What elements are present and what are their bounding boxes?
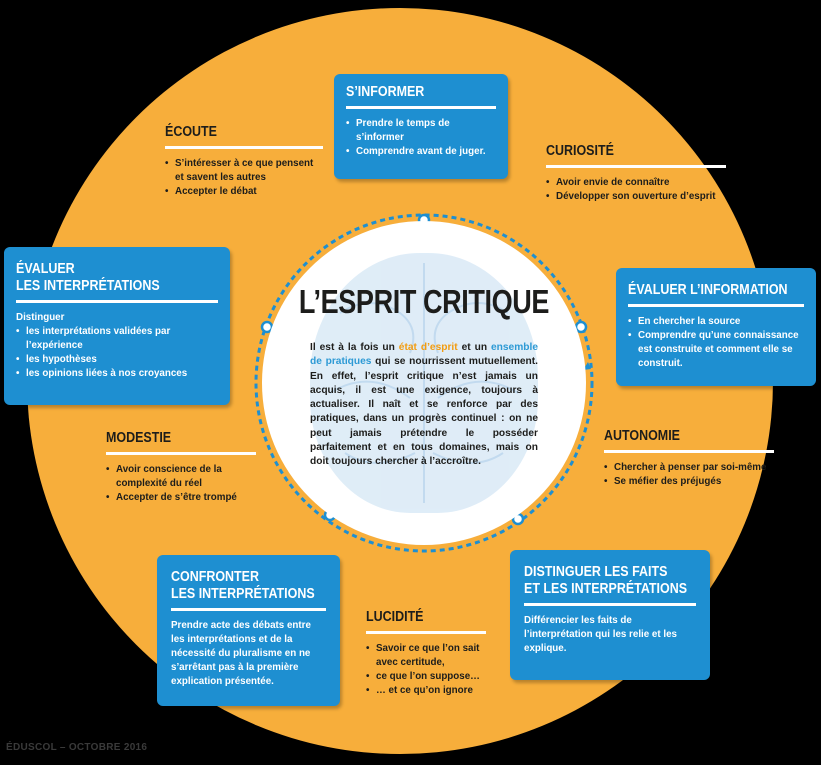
evaluer-interp-title-2: LES INTERPRÉTATIONS — [16, 278, 160, 294]
curiosite-underline — [546, 165, 726, 168]
footer-credit: ÉDUSCOL – OCTOBRE 2016 — [6, 742, 148, 753]
list-item: •Chercher à penser par soi-même — [604, 462, 767, 473]
autonomie-underline — [604, 450, 774, 453]
list-item: •S’intéresser à ce que pensent et savent… — [165, 158, 314, 183]
distinguer-text: Différencier les faits de l’interprétati… — [524, 615, 677, 654]
list-item: •Accepter le débat — [165, 186, 257, 197]
list-item: •Développer son ouverture d’esprit — [546, 191, 716, 202]
box-evaluer-information: ÉVALUER L’INFORMATION •En chercher la so… — [616, 268, 816, 386]
box-distinguer: DISTINGUER LES FAITS ET LES INTERPRÉTATI… — [510, 550, 710, 680]
evaluer-interp-intro: Distinguer — [16, 312, 65, 323]
list-item: •… et ce qu’on ignore — [366, 685, 473, 696]
modestie-title: MODESTIE — [106, 430, 172, 446]
distinguer-underline — [524, 603, 696, 606]
list-item: •Avoir envie de connaître — [546, 177, 670, 188]
confronter-underline — [171, 608, 326, 611]
block-curiosite: CURIOSITÉ •Avoir envie de connaître •Dév… — [546, 143, 726, 204]
brain-icon — [310, 253, 538, 513]
confronter-title-2: LES INTERPRÉTATIONS — [171, 586, 315, 602]
modestie-underline — [106, 452, 256, 455]
sinformer-title: S’INFORMER — [346, 84, 425, 100]
confronter-title-1: CONFRONTER — [171, 569, 259, 585]
ecoute-underline — [165, 146, 323, 149]
ecoute-title: ÉCOUTE — [165, 124, 217, 140]
list-item: •Avoir conscience de la complexité du ré… — [106, 464, 222, 489]
block-modestie: MODESTIE •Avoir conscience de la complex… — [106, 430, 256, 505]
list-item: •Se méfier des préjugés — [604, 476, 722, 487]
list-item: •Comprendre qu’une connaissance est cons… — [628, 330, 799, 369]
evaluer-info-title: ÉVALUER L’INFORMATION — [628, 282, 788, 298]
list-item: •ce que l’on suppose… — [366, 671, 480, 682]
block-lucidite: LUCIDITÉ •Savoir ce que l’on sait avec c… — [366, 609, 486, 698]
list-item: •les hypothèses — [16, 354, 97, 365]
center-circle: L’ESPRIT CRITIQUE Il est à la fois un ét… — [262, 221, 586, 545]
list-item: •les interprétations validées par l’expé… — [16, 326, 171, 351]
lucidite-title: LUCIDITÉ — [366, 609, 424, 625]
autonomie-title: AUTONOMIE — [604, 428, 680, 444]
block-autonomie: AUTONOMIE •Chercher à penser par soi-mêm… — [604, 428, 774, 489]
center-paragraph: Il est à la fois un état d’esprit et un … — [310, 342, 538, 468]
box-sinformer: S’INFORMER •Prendre le temps de s’inform… — [334, 74, 508, 179]
center-title: L’ESPRIT CRITIQUE — [298, 283, 550, 320]
list-item: •les opinions liées à nos croyances — [16, 368, 188, 379]
evaluer-interp-title-1: ÉVALUER — [16, 261, 75, 277]
distinguer-title-1: DISTINGUER LES FAITS — [524, 564, 668, 580]
list-item: •En chercher la source — [628, 316, 741, 327]
list-item: •Comprendre avant de juger. — [346, 146, 486, 157]
highlight-state-of-mind: état d’esprit — [398, 342, 458, 353]
list-item: •Accepter de s’être trompé — [106, 492, 237, 503]
confronter-text: Prendre acte des débats entre les interp… — [171, 620, 311, 687]
block-ecoute: ÉCOUTE •S’intéresser à ce que pensent et… — [165, 124, 323, 199]
box-confronter: CONFRONTER LES INTERPRÉTATIONS Prendre a… — [157, 555, 340, 706]
evaluer-info-underline — [628, 304, 804, 307]
box-evaluer-interpretations: ÉVALUER LES INTERPRÉTATIONS Distinguer •… — [4, 247, 230, 405]
lucidite-underline — [366, 631, 486, 634]
highlight-practices: ensemble de pratiques — [310, 342, 538, 368]
distinguer-title-2: ET LES INTERPRÉTATIONS — [524, 581, 688, 597]
list-item: •Prendre le temps de s’informer — [346, 118, 450, 143]
sinformer-underline — [346, 106, 496, 109]
evaluer-interp-underline — [16, 300, 218, 303]
list-item: •Savoir ce que l’on sait avec certitude, — [366, 643, 480, 668]
curiosite-title: CURIOSITÉ — [546, 143, 614, 159]
